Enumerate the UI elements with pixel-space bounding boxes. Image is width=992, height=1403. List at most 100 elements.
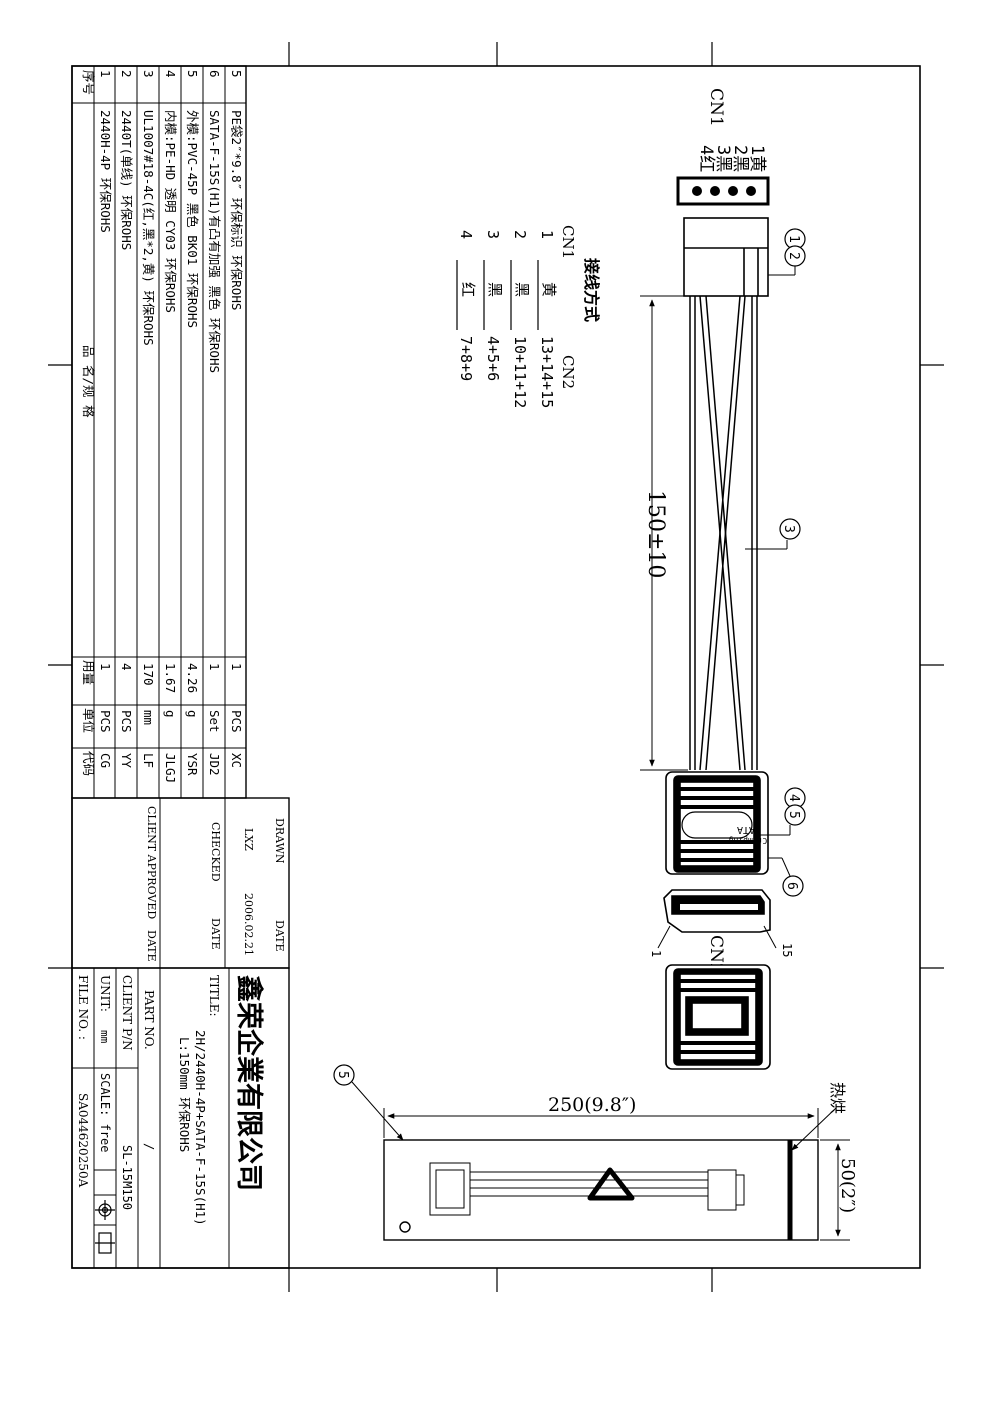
unit-label: UNIT: bbox=[98, 975, 112, 1012]
bom-cell-name: UL1007#18-4C(红,黑*2,黄) 环保ROHS bbox=[141, 110, 156, 346]
bom-cell-unit: PCS bbox=[98, 710, 113, 733]
title-block bbox=[71, 967, 290, 1269]
bom-cell-qty: 4 bbox=[119, 663, 134, 671]
callout-label-5: 5 bbox=[786, 811, 801, 819]
callout-label-4: 4 bbox=[786, 794, 801, 802]
unit-value: mm bbox=[98, 1030, 111, 1044]
bom-cell-qty: 4.26 bbox=[185, 663, 200, 693]
bom-cell-no: 2 bbox=[119, 70, 134, 78]
wiring-cn2-pins: 4+5+6 bbox=[484, 336, 502, 381]
bom-cell-qty: 1 bbox=[207, 663, 222, 671]
bom-cell-unit: g bbox=[163, 710, 178, 718]
title-line1: 2H/2440H-4P+SATA-F-15S(H1) bbox=[193, 1030, 208, 1226]
sata-plug-text: SATA bbox=[737, 824, 761, 835]
callout-3: 3 bbox=[745, 518, 801, 550]
cn1-pin-2: 2黑 bbox=[730, 145, 750, 172]
wiring-color: 红 bbox=[459, 282, 477, 297]
drawn-date-label: DATE bbox=[273, 920, 286, 952]
bom-header-code: 代码 bbox=[81, 751, 96, 776]
bom-cell-no: 4 bbox=[163, 70, 178, 78]
cn2-pin-first: 1 bbox=[649, 950, 663, 957]
bom-cell-unit: PCS bbox=[119, 710, 134, 733]
bom-cell-name: 2440H-4P 环保ROHS bbox=[98, 110, 113, 233]
bom-header-unit: 单位 bbox=[81, 708, 96, 733]
bom-cell-name: PE袋2″*9.8″ 环保标识 环保ROHS bbox=[229, 110, 244, 310]
bom-cell-code: XC bbox=[229, 753, 244, 768]
cn1-title: CN1 bbox=[706, 88, 726, 127]
bom-cell-qty: 1.67 bbox=[163, 663, 178, 693]
bom-cell-code: LF bbox=[141, 753, 156, 768]
bom-cell-unit: PCS bbox=[229, 710, 244, 733]
bom-header-qty: 用量 bbox=[81, 660, 96, 685]
wiring-color: 黄 bbox=[540, 282, 558, 297]
wiring-cn1-pin: 3 bbox=[484, 230, 502, 239]
approval-text: DRAWN DATE LXZ 2006.02.21 CHECKED DATE C… bbox=[145, 806, 286, 962]
wiring-color: 黑 bbox=[513, 282, 531, 297]
bom-table bbox=[71, 65, 247, 799]
bom-cell-code: JD2 bbox=[207, 753, 222, 776]
client-pn-label: CLIENT P/N bbox=[120, 975, 134, 1051]
bag-width-dimension bbox=[820, 1139, 850, 1241]
callout-label-5-bag: 5 bbox=[335, 1071, 350, 1079]
bom-cell-unit: g bbox=[185, 710, 200, 718]
title-block-text: 鑫荣企業有限公司 TITLE: 2H/2440H-4P+SATA-F-15S(H… bbox=[76, 975, 265, 1226]
bom-header-no: 序号 bbox=[81, 70, 96, 95]
title-line2: L:150mm 环保ROHS bbox=[177, 1037, 192, 1152]
bom-cell-no: 1 bbox=[98, 70, 113, 78]
projection-symbol-icon bbox=[95, 1200, 115, 1254]
cable-length-dimension bbox=[640, 295, 688, 771]
company-name: 鑫荣企業有限公司 bbox=[233, 975, 265, 1191]
bom-cell-code: JLGJ bbox=[163, 753, 178, 783]
sata-plug-top-view bbox=[665, 964, 771, 1070]
client-pn-value: SL-15M150 bbox=[120, 1145, 134, 1210]
bom-cell-code: YSR bbox=[185, 753, 200, 776]
drawn-by: LXZ bbox=[242, 828, 255, 851]
bom-cell-name: SATA-F-15S(H1)有凸有加强 黑色 环保ROHS bbox=[207, 110, 222, 373]
cn1-pin-3: 3黑 bbox=[713, 145, 733, 172]
wiring-method: 接线方式 CN1 CN2 bbox=[559, 225, 601, 389]
cn2-labels: 1 CN2 15 bbox=[649, 925, 794, 974]
wiring-cn1-label: CN1 bbox=[559, 225, 577, 259]
bom-cell-no: 5 bbox=[229, 70, 244, 78]
wiring-cn2-label: CN2 bbox=[559, 355, 577, 389]
part-no-label: PART NO. bbox=[142, 990, 156, 1050]
seal-label: 热烘 bbox=[828, 1082, 847, 1114]
cable-length-label: 150±10 bbox=[643, 490, 668, 578]
bom-cell-name: 内模:PE-HD 透明 CY03 环保ROHS bbox=[163, 110, 178, 313]
scale-label: SCALE: free bbox=[98, 1073, 112, 1152]
wiring-cn2-pins: 13+14+15 bbox=[538, 336, 556, 408]
file-no-label: FILE NO. : bbox=[76, 975, 90, 1040]
bom-cell-code: YY bbox=[119, 753, 134, 769]
cn1-pin-1: 1黄 bbox=[747, 145, 767, 172]
wiring-color: 黑 bbox=[486, 282, 504, 297]
callout-label-2: 2 bbox=[786, 252, 801, 260]
callout-label-3: 3 bbox=[781, 525, 796, 533]
sata-face-icon bbox=[663, 889, 771, 933]
cn1-housing bbox=[683, 217, 769, 297]
bom-cell-no: 6 bbox=[207, 70, 222, 78]
wiring-cn2-pins: 7+8+9 bbox=[457, 336, 475, 381]
wiring-cn1-pin: 4 bbox=[457, 230, 475, 239]
wiring-cn1-pin: 2 bbox=[511, 230, 529, 239]
drawn-date: 2006.02.21 bbox=[242, 893, 255, 956]
bom-cell-code: CG bbox=[98, 753, 113, 768]
cn2-label: CN2 bbox=[706, 935, 726, 974]
bom-cell-unit: Set bbox=[207, 710, 222, 733]
bom-cell-no: 5 bbox=[185, 70, 200, 78]
bom-cell-name: 2440T(单线) 环保ROHS bbox=[119, 110, 134, 250]
sata-plug-body bbox=[665, 771, 769, 875]
bom-cell-qty: 1 bbox=[98, 663, 113, 671]
pe-bag-outline bbox=[383, 1139, 819, 1241]
bag-width-label: 50(2″) bbox=[837, 1158, 858, 1213]
callout-4-5: 4 5 bbox=[760, 787, 806, 836]
bag-length-dimension bbox=[383, 1108, 819, 1138]
checked-date-label: DATE bbox=[209, 918, 222, 950]
cn2-pin-last: 15 bbox=[780, 943, 794, 957]
callout-5-bag: 5 bbox=[333, 1064, 404, 1141]
wiring-cn2-pins: 10+11+12 bbox=[511, 336, 529, 408]
recycle-icon bbox=[587, 1167, 635, 1201]
client-approved-label: CLIENT APPROVED bbox=[145, 806, 158, 919]
seal-callout: 热烘 bbox=[791, 1082, 847, 1151]
